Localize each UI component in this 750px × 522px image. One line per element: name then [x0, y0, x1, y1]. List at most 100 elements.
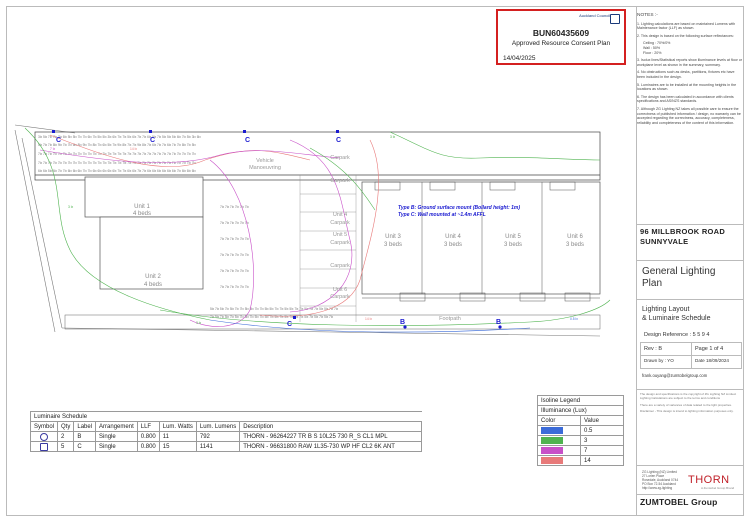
units-3-6-outline [361, 181, 601, 295]
description-cell: THORN - 96631800 RAW 1L35-730 WP HF CL2 … [239, 441, 423, 452]
watts-cell: 11 [158, 431, 197, 442]
svg-text:7lx 7lx 7lx 7lx 7lx 7lx: 7lx 7lx 7lx 7lx 7lx 7lx [220, 253, 249, 257]
isolux-label: 7 lx [50, 147, 55, 151]
area-label: Carpark [330, 240, 350, 246]
legend-swatch [541, 446, 563, 454]
revision: Rev : B [644, 346, 663, 352]
unit-2-outline [99, 216, 204, 290]
divider [637, 299, 743, 300]
area-label: Footpath [439, 316, 461, 322]
llf-cell: 0.800 [136, 441, 160, 452]
sheet-frame [6, 6, 744, 516]
luminaire-c-markers: C C C C C [52, 130, 341, 328]
small-print: The design and specifications is the cop… [640, 392, 742, 414]
consent-stamp: Auckland Council BUN60435609 Approved Re… [496, 9, 626, 65]
svg-text:6lx 6lx 5lx 6lx 7lx 7lx 6lx 6l: 6lx 6lx 5lx 6lx 7lx 7lx 6lx 6lx 6lx 7lx … [38, 169, 196, 173]
reflectance-row: Floor : 20% [643, 50, 662, 55]
isolines [24, 127, 611, 333]
column-header: Lum. Watts [158, 421, 197, 432]
svg-text:7lx 7lx 7lx 7lx 7lx 7lx: 7lx 7lx 7lx 7lx 7lx 7lx [220, 221, 249, 225]
address-line: Rosedale, Auckland 0744 [642, 478, 679, 482]
column-header: Color [537, 415, 581, 426]
footpath-outline [64, 314, 601, 330]
project-address-line1: 96 MILLBROOK ROAD [640, 227, 726, 236]
isolux-label: 14 lx [130, 147, 137, 151]
luminaire-c-label: C [56, 137, 61, 144]
legend-row: 0.5 [537, 425, 624, 436]
lumens-cell: 1141 [195, 441, 241, 452]
unit-beds: 4 beds [144, 282, 162, 288]
project-address: 96 MILLBROOK ROAD SUNNYVALE [640, 227, 742, 247]
area-label: Unit 6 [333, 287, 347, 293]
svg-text:7lx 7lx 7lx 7lx 7lx 7lx 7lx 7l: 7lx 7lx 7lx 7lx 7lx 7lx 7lx 7lx 7lx 7lx … [38, 161, 196, 165]
unit-beds: 3 beds [384, 242, 402, 248]
isolux-label: 14 lx [365, 317, 372, 321]
carpark-stalls [299, 175, 357, 322]
qty-cell: 2 [57, 431, 75, 442]
svg-text:7lx 7lx 7lx 7lx 7lx 7lx: 7lx 7lx 7lx 7lx 7lx 7lx [220, 285, 249, 289]
design-reference: Design Reference : 5 5 9 4 [644, 332, 710, 338]
arrangement-cell: Single [95, 441, 138, 452]
divider [637, 494, 743, 495]
svg-text:3lx 5lx 7lx 7lx 7lx 6lx 5lx 5l: 3lx 5lx 7lx 7lx 7lx 6lx 5lx 5lx 7lx 7lx … [38, 135, 201, 139]
drawn-by: Drawn by : YO [644, 358, 674, 363]
note-item: 1. Lighting calculations are based on ma… [637, 21, 736, 31]
svg-text:7lx 7lx 7lx 7lx 7lx 7lx: 7lx 7lx 7lx 7lx 7lx 7lx [220, 269, 249, 273]
luminaire-c-marker [243, 130, 246, 133]
luminaire-b-marker [498, 325, 502, 329]
consent-date: 14/04/2025 [503, 55, 536, 62]
divider [637, 260, 743, 261]
notes: NOTES :- 1. Lighting calculations are ba… [637, 13, 743, 224]
unit-beds: 4 beds [133, 211, 151, 217]
note-item: 7. Although ZG Lighting NZ takes all pos… [637, 106, 741, 125]
luminaire-c-label: C [245, 137, 250, 144]
luminaire-c-label: C [150, 137, 155, 144]
svg-text:7lx 7lx 7lx 7lx 7lx 7lx 7lx 7l: 7lx 7lx 7lx 7lx 7lx 7lx 7lx 7lx 7lx 7lx … [38, 152, 196, 156]
luminaire-schedule-title: Luminaire Schedule [29, 411, 422, 422]
isolux-label: 0.5 lx [570, 317, 578, 321]
luminaire-c-marker [149, 130, 152, 133]
unit-label: Unit 2 [145, 274, 161, 280]
sheet-meta-grid: Rev : B Page 1 of 4 Drawn by : YO Date 1… [640, 342, 742, 369]
company-name: ZG Lighting (NZ) Limited [642, 470, 677, 474]
area-label: Carpark [330, 178, 350, 184]
type-c-note: Type C: Wall mounted at ~1.4m AFFL [398, 212, 486, 218]
table-row: 2 B Single 0.800 11 792 THORN - 96264227… [29, 431, 423, 442]
column-header: LLF [136, 421, 160, 432]
note-item: 6. The design has been calculated in acc… [637, 94, 734, 104]
project-address-line2: SUNNYVALE [640, 237, 689, 246]
luminaire-b-markers: B B [400, 319, 502, 329]
luminaire-c-label: C [336, 137, 341, 144]
sheet-date: Date 18/09/2024 [695, 358, 729, 363]
address-line: 27 Lorien Place [642, 474, 665, 478]
svg-text:5lx 7lx 7lx 8lx 9lx 7lx 7lx 6l: 5lx 7lx 7lx 8lx 9lx 7lx 7lx 6lx 8lx 9lx … [38, 143, 196, 147]
consent-id: BUN60435609 [532, 28, 590, 38]
small-print-line: The design and specifications is the cop… [640, 392, 737, 400]
column-header: Lum. Lumens [195, 421, 241, 432]
note-item: 4. No obstructions such as desks, partit… [637, 70, 735, 79]
unit-label: Unit 6 [567, 234, 583, 240]
area-label: Carpark [330, 155, 350, 161]
area-label: Carpark [330, 220, 350, 226]
small-print-line: Disclaimer - This design is intend to li… [640, 409, 734, 414]
column-header: Label [73, 421, 97, 432]
thorn-logo: THORN [688, 474, 730, 486]
note-item: 5. Luminaires are to be installed at the… [637, 82, 737, 92]
svg-text:7lx 7lx 7lx 7lx 7lx 7lx: 7lx 7lx 7lx 7lx 7lx 7lx [220, 205, 249, 209]
address-line: PO Box 72-54 Auckland [642, 482, 676, 486]
square-symbol-icon [40, 442, 48, 451]
isoline-legend-table: Isoline Legend Illuminance (Lux) Color V… [537, 395, 624, 466]
isoline-legend-subtitle: Illuminance (Lux) [537, 405, 624, 416]
unit-label: Unit 1 [134, 204, 150, 210]
table-header-row: Symbol Qty Label Arrangement LLF Lum. Wa… [29, 421, 423, 432]
svg-text:7lx 7lx 7lx 7lx 7lx 7lx: 7lx 7lx 7lx 7lx 7lx 7lx [220, 237, 249, 241]
sheet-title-line1: Lighting Layout [642, 306, 690, 313]
column-header: Value [580, 415, 624, 426]
area-label: Carpark [330, 263, 350, 269]
sheet-title: Lighting Layout & Luminaire Schedule [642, 306, 711, 323]
unit-beds: 3 beds [444, 242, 462, 248]
legend-value: 7 [580, 445, 624, 456]
isolux-label: 3 lx [196, 321, 201, 325]
luminaire-b-label: B [400, 319, 405, 326]
note-item: 2. This design is based on the following… [637, 33, 734, 38]
